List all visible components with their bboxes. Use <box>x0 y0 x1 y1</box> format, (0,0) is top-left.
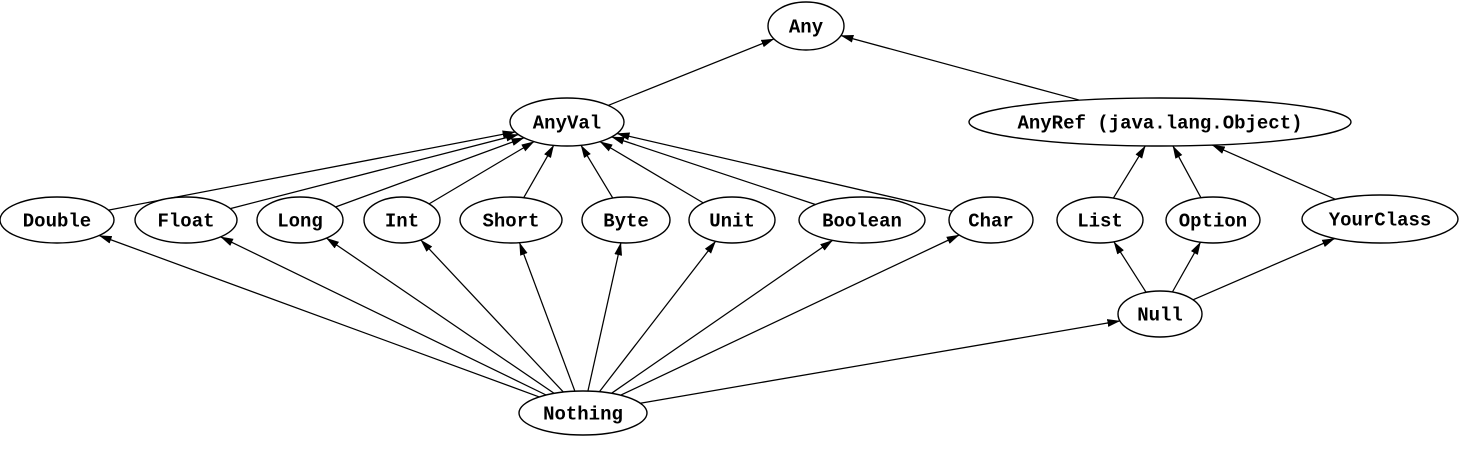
node-nothing-ellipse <box>518 390 648 436</box>
node-list-label: List <box>1077 211 1123 233</box>
node-char-ellipse <box>948 196 1034 244</box>
node-option-ellipse <box>1165 196 1261 244</box>
edge-float-to-anyval <box>230 133 519 210</box>
node-anyref-label: AnyRef (java.lang.Object) <box>1017 113 1302 135</box>
edge-long-to-anyval <box>335 137 525 208</box>
edge-nothing-to-long <box>326 237 555 394</box>
node-char: Char <box>948 196 1034 244</box>
edge-unit-to-anyval <box>599 141 704 204</box>
node-short: Short <box>459 196 563 244</box>
node-unit-ellipse <box>688 196 776 244</box>
edge-anyref-to-any <box>840 34 1080 101</box>
node-anyval-ellipse <box>509 97 625 147</box>
node-any-label: Any <box>789 17 824 39</box>
node-long-label: Long <box>277 211 323 233</box>
node-double-ellipse <box>0 196 115 244</box>
node-nothing: Nothing <box>518 390 648 436</box>
node-yourclass-ellipse <box>1301 194 1459 244</box>
node-float: Float <box>134 196 238 244</box>
edge-boolean-to-anyval <box>611 136 816 206</box>
node-int-ellipse <box>363 196 441 244</box>
node-short-ellipse <box>459 196 563 244</box>
node-anyval-label: AnyVal <box>533 113 601 135</box>
node-char-label: Char <box>968 211 1014 233</box>
edge-nothing-to-double <box>98 234 540 398</box>
node-float-label: Float <box>157 211 214 233</box>
node-int-label: Int <box>385 211 419 233</box>
node-short-label: Short <box>482 211 539 233</box>
edge-nothing-to-boolean <box>611 239 834 394</box>
edge-nothing-to-null <box>640 319 1121 404</box>
node-byte-ellipse <box>581 196 671 244</box>
edge-nothing-to-byte <box>587 242 622 392</box>
node-double: Double <box>0 196 115 244</box>
edge-nothing-to-char <box>620 234 960 396</box>
edge-nothing-to-unit <box>598 240 717 393</box>
edge-short-to-anyval <box>523 144 555 199</box>
node-long-ellipse <box>256 196 344 244</box>
node-list: List <box>1056 196 1144 244</box>
node-anyval: AnyVal <box>509 97 625 147</box>
edge-nothing-to-int <box>420 239 564 393</box>
node-boolean: Boolean <box>798 196 926 244</box>
edge-nothing-to-float <box>220 236 547 396</box>
node-any-ellipse <box>767 1 845 51</box>
node-anyref: AnyRef (java.lang.Object) <box>968 97 1352 147</box>
node-byte-label: Byte <box>603 211 649 233</box>
node-boolean-ellipse <box>798 196 926 244</box>
node-unit-label: Unit <box>709 211 755 233</box>
edge-null-to-yourclass <box>1192 237 1336 301</box>
edge-nothing-to-short <box>518 242 576 392</box>
node-boolean-label: Boolean <box>822 211 902 233</box>
edge-int-to-anyval <box>428 141 535 205</box>
node-yourclass: YourClass <box>1301 194 1459 244</box>
node-yourclass-label: YourClass <box>1329 210 1432 232</box>
edge-null-to-option <box>1171 241 1202 293</box>
node-nothing-label: Nothing <box>543 404 623 426</box>
edge-char-to-anyval <box>616 132 953 212</box>
edge-null-to-list <box>1113 241 1147 293</box>
node-option: Option <box>1165 196 1261 244</box>
edge-anyval-to-any <box>607 38 775 106</box>
node-float-ellipse <box>134 196 238 244</box>
node-long: Long <box>256 196 344 244</box>
edge-yourclass-to-anyref <box>1211 144 1336 200</box>
node-unit: Unit <box>688 196 776 244</box>
node-list-ellipse <box>1056 196 1144 244</box>
node-byte: Byte <box>581 196 671 244</box>
node-int: Int <box>363 196 441 244</box>
node-double-label: Double <box>23 211 91 233</box>
node-any: Any <box>767 1 845 51</box>
node-null: Null <box>1117 290 1203 338</box>
edge-byte-to-anyval <box>580 144 614 199</box>
edge-list-to-anyref <box>1112 145 1146 199</box>
node-anyref-ellipse <box>968 97 1352 147</box>
node-option-label: Option <box>1179 211 1247 233</box>
edge-option-to-anyref <box>1172 145 1202 199</box>
node-null-ellipse <box>1117 290 1203 338</box>
node-null-label: Null <box>1137 305 1183 327</box>
